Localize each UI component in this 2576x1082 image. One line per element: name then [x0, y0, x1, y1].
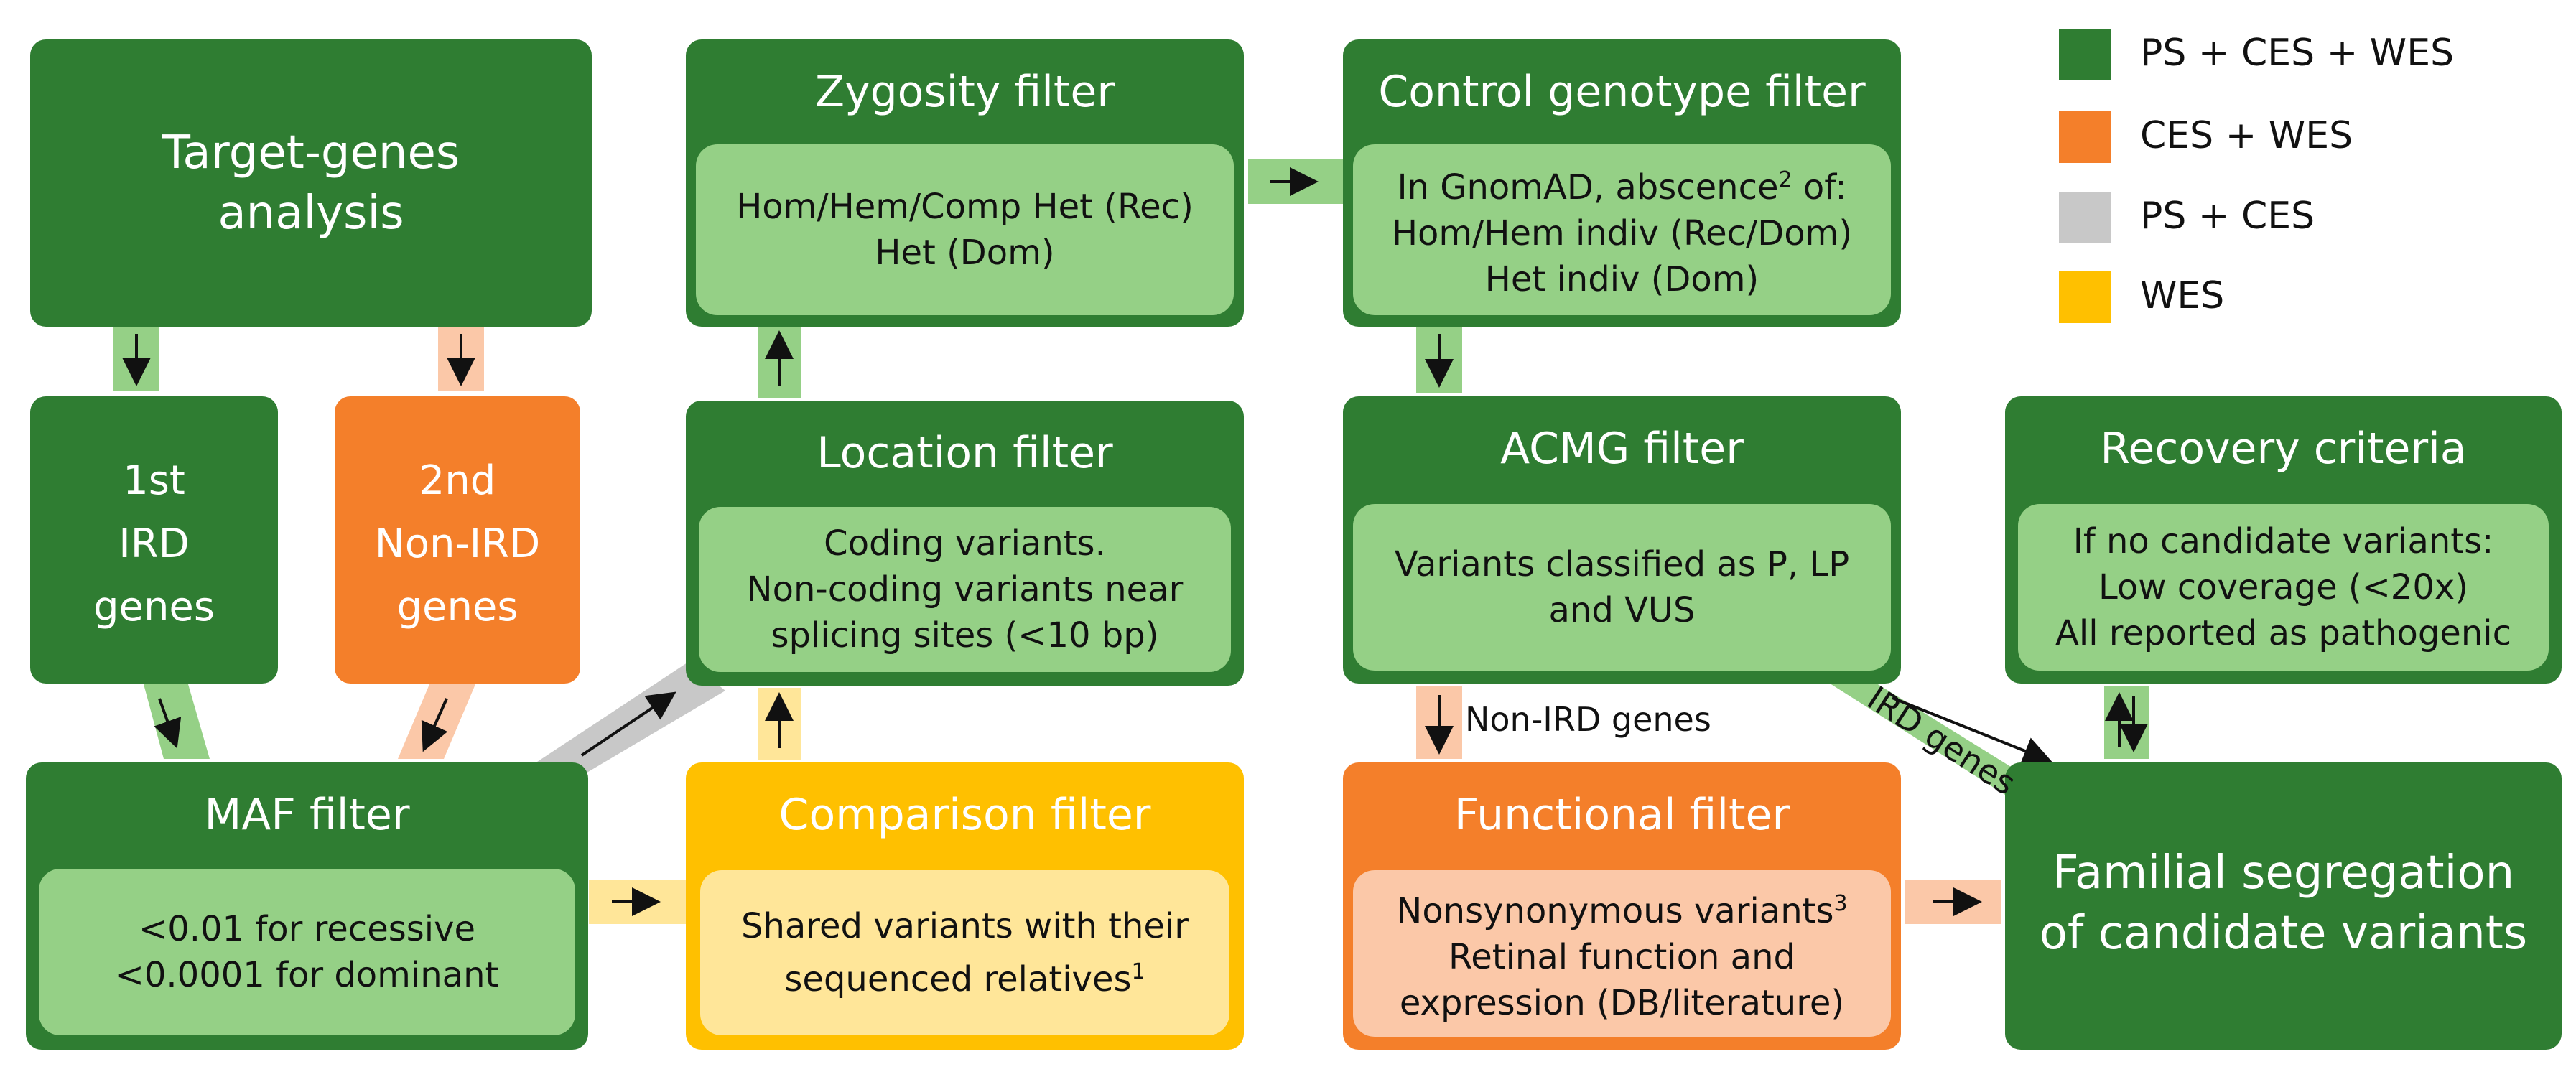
control-line2: Hom/Hem indiv (Rec/Dom) — [1391, 213, 1853, 253]
familial-segregation-box: Familial segregation of candidate varian… — [2005, 762, 2562, 1050]
arrow-functional-to-familial — [1905, 880, 2001, 924]
functional-footnote-3: 3 — [1833, 891, 1848, 916]
arrow-acmg-to-functional — [1416, 686, 1462, 759]
functional-line1-wrap: Nonsynonymous variants3 — [1396, 881, 1847, 934]
acmg-line1: Variants classified as P, LP — [1394, 544, 1850, 584]
second-line2: Non-IRD — [374, 521, 541, 567]
location-line3: splicing sites (<10 bp) — [771, 615, 1159, 656]
familial-line1: Familial segregation — [2052, 847, 2515, 900]
second-line1: 2nd — [419, 457, 496, 504]
control-line1a: In GnomAD, abscence — [1397, 167, 1779, 207]
legend-swatch-ps-ces-wes — [2059, 29, 2111, 80]
control-genotype-filter-content: In GnomAD, abscence2 of: Hom/Hem indiv (… — [1353, 144, 1891, 315]
location-filter-title: Location filter — [817, 428, 1113, 478]
legend-swatch-ces-wes — [2059, 111, 2111, 163]
legend-swatch-wes — [2059, 271, 2111, 323]
non-ird-genes-label: Non-IRD genes — [1465, 700, 1711, 739]
arrow-second-to-maf — [398, 684, 475, 759]
control-genotype-filter-title: Control genotype filter — [1378, 67, 1866, 117]
recovery-line2: Low coverage (<20x) — [2098, 567, 2469, 607]
functional-line1: Nonsynonymous variants — [1396, 891, 1834, 931]
location-filter-box: Location filter Coding variants. Non-cod… — [686, 401, 1244, 686]
functional-filter-box: Functional filter Nonsynonymous variants… — [1343, 762, 1901, 1050]
legend-label-ps-ces: PS + CES — [2140, 195, 2315, 238]
acmg-filter-title: ACMG filter — [1500, 424, 1744, 474]
recovery-criteria-content: If no candidate variants: Low coverage (… — [2018, 504, 2549, 671]
second-non-ird-genes-box: 2nd Non-IRD genes — [335, 396, 580, 684]
location-filter-content: Coding variants. Non-coding variants nea… — [699, 507, 1231, 672]
first-line3: genes — [93, 584, 215, 630]
recovery-line1: If no candidate variants: — [2073, 521, 2494, 561]
arrow-maf-to-location — [535, 661, 725, 795]
control-line3: Het indiv (Dom) — [1484, 259, 1759, 299]
maf-line1: <0.01 for recessive — [138, 909, 476, 949]
maf-line2: <0.0001 for dominant — [115, 955, 499, 995]
maf-filter-content: <0.01 for recessive <0.0001 for dominant — [39, 869, 575, 1035]
recovery-criteria-box: Recovery criteria If no candidate varian… — [2005, 396, 2562, 684]
comparison-line2: sequenced relatives — [784, 959, 1132, 999]
comparison-filter-content: Shared variants with their sequenced rel… — [700, 870, 1229, 1035]
second-line3: genes — [396, 584, 519, 630]
legend-swatch-ps-ces — [2059, 192, 2111, 243]
location-line1: Coding variants. — [824, 523, 1106, 564]
functional-line3: expression (DB/literature) — [1399, 983, 1845, 1023]
arrow-comparison-to-location — [758, 688, 801, 760]
arrow-location-to-zygosity — [758, 327, 801, 398]
arrow-zygosity-to-control — [1248, 159, 1343, 204]
zygosity-line1: Hom/Hem/Comp Het (Rec) — [736, 187, 1194, 227]
recovery-line3: All reported as pathogenic — [2055, 613, 2511, 653]
arrow-recovery-familial — [2104, 686, 2149, 759]
target-genes-line1: Target-genes — [162, 126, 460, 179]
arrow-target-to-second — [438, 327, 484, 391]
zygosity-line2: Het (Dom) — [875, 233, 1055, 273]
zygosity-filter-box: Zygosity filter Hom/Hem/Comp Het (Rec) H… — [686, 39, 1244, 327]
recovery-criteria-title: Recovery criteria — [2100, 424, 2467, 474]
comparison-filter-title: Comparison filter — [778, 790, 1151, 840]
acmg-filter-content: Variants classified as P, LP and VUS — [1353, 504, 1891, 671]
control-line1b: of: — [1792, 167, 1847, 207]
legend-label-wes: WES — [2140, 274, 2225, 317]
arrow-target-to-first — [113, 327, 159, 391]
control-line1-wrap: In GnomAD, abscence2 of: — [1397, 157, 1846, 210]
arrow-maf-to-comparison — [589, 880, 686, 924]
comparison-line1: Shared variants with their — [741, 906, 1189, 946]
control-footnote-2: 2 — [1778, 167, 1792, 192]
functional-filter-content: Nonsynonymous variants3 Retinal function… — [1353, 870, 1891, 1037]
comparison-footnote-1: 1 — [1131, 959, 1145, 984]
first-line1: 1st — [123, 457, 185, 504]
acmg-line2: and VUS — [1548, 590, 1696, 630]
familial-line2: of candidate variants — [2039, 907, 2528, 960]
first-line2: IRD — [118, 521, 190, 567]
comparison-line2-wrap: sequenced relatives1 — [784, 949, 1145, 1002]
functional-filter-title: Functional filter — [1454, 790, 1790, 840]
maf-filter-box: MAF filter <0.01 for recessive <0.0001 f… — [26, 762, 588, 1050]
arrow-acmg-to-familial — [1828, 682, 2052, 798]
acmg-filter-box: ACMG filter Variants classified as P, LP… — [1343, 396, 1901, 684]
target-genes-line2: analysis — [218, 187, 404, 240]
functional-line2: Retinal function and — [1449, 937, 1795, 977]
legend-label-ps-ces-wes: PS + CES + WES — [2140, 32, 2455, 75]
arrow-first-to-maf — [144, 684, 210, 759]
legend-label-ces-wes: CES + WES — [2140, 114, 2353, 157]
arrow-control-to-acmg — [1416, 327, 1462, 393]
zygosity-filter-title: Zygosity filter — [814, 67, 1115, 117]
first-ird-genes-box: 1st IRD genes — [30, 396, 278, 684]
comparison-filter-box: Comparison filter Shared variants with t… — [686, 762, 1244, 1050]
zygosity-filter-content: Hom/Hem/Comp Het (Rec) Het (Dom) — [696, 144, 1234, 315]
location-line2: Non-coding variants near — [746, 569, 1184, 610]
target-genes-box: Target-genes analysis — [30, 39, 592, 327]
maf-filter-title: MAF filter — [204, 790, 410, 840]
control-genotype-filter-box: Control genotype filter In GnomAD, absce… — [1343, 39, 1901, 327]
